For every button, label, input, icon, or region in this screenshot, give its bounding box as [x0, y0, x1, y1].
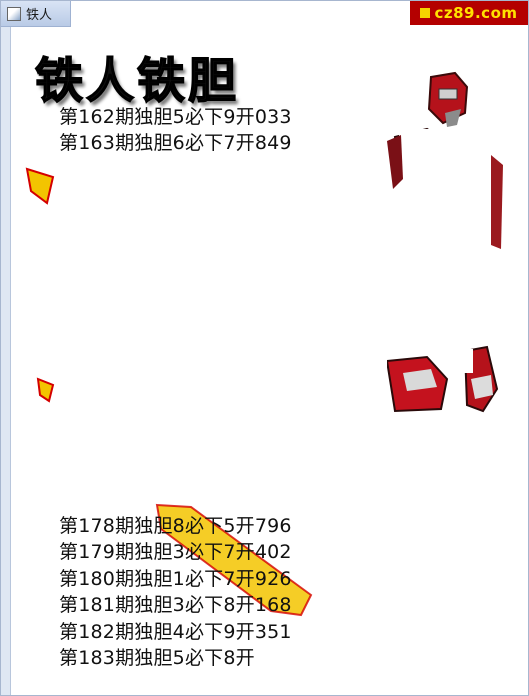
- prediction-list-bottom: 第178期独胆8必下5开796 第179期独胆3必下7开402 第180期独胆1…: [59, 513, 292, 671]
- document-icon: [7, 6, 21, 21]
- site-badge[interactable]: cz89.com: [410, 1, 528, 25]
- title-strip: [71, 1, 391, 27]
- list-item: 第162期独胆5必下9开033: [59, 106, 292, 128]
- square-dot-icon: [420, 8, 431, 18]
- window-titlebar[interactable]: 铁人: [1, 1, 71, 27]
- list-item: 第179期独胆3必下7开402: [59, 541, 292, 564]
- robot-illustration: [387, 69, 503, 429]
- watermark-stripe-center: [155, 503, 313, 617]
- page-title: 铁人铁胆: [34, 52, 240, 110]
- list-item: 第163期独胆6必下7开849: [59, 132, 292, 155]
- window-left-edge: [1, 27, 11, 695]
- watermark-mark-left-lower: [36, 377, 55, 403]
- site-badge-text: cz89.com: [434, 4, 518, 22]
- list-item: 第182期独胆4必下9开351: [59, 620, 292, 643]
- prediction-list-top: 第162期独胆5必下9开033 第163期独胆6必下7开849: [59, 104, 292, 157]
- window-title: 铁人: [26, 8, 53, 23]
- list-item: 第180期独胆1必下7开926: [59, 567, 292, 590]
- watermark-mark-left-upper: [25, 167, 55, 205]
- list-item: 第178期独胆8必下5开796: [59, 515, 292, 537]
- list-item: 第181期独胆3必下8开168: [59, 594, 292, 617]
- list-item: 第183期独胆5必下8开: [59, 647, 255, 670]
